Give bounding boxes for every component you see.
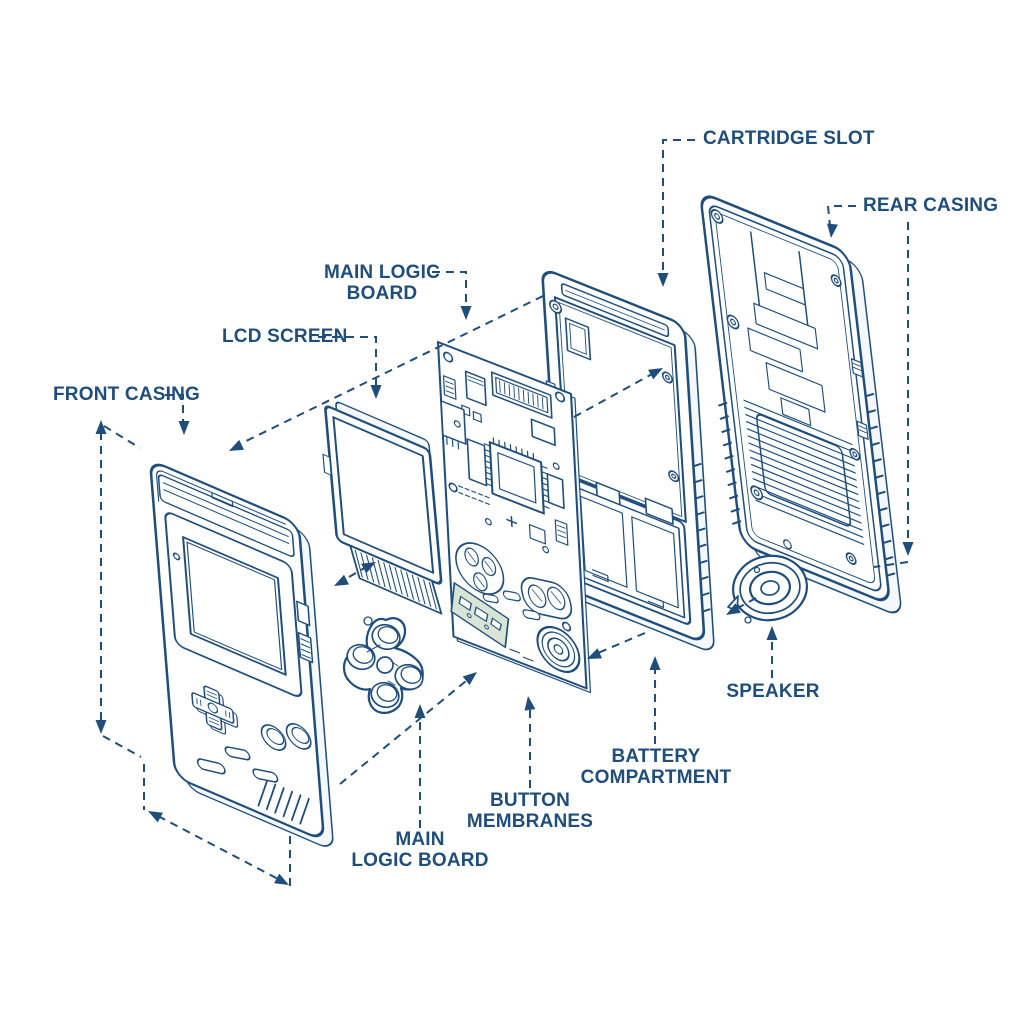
speaker-grille [257,779,310,825]
board-speaker-disc [536,625,581,673]
speaker-part [727,554,808,624]
membrane-pad [370,681,400,709]
contact-strip [450,582,510,649]
select-start-buttons [224,746,279,783]
label-speaker: SPEAKER [726,681,820,702]
label-rear-casing: REAR CASING [863,195,999,216]
lcd-screen-part [322,401,443,615]
label-button-membranes: BUTTON MEMBRANES [466,790,594,832]
main-logic-board-part [436,340,592,694]
screen-bezel [164,512,303,697]
label-front-casing: FRONT CASING [53,384,201,405]
ab-buttons [260,723,312,751]
cartridge-slot-opening [560,283,670,338]
front-casing-part [149,463,334,847]
ab-contact-pads [520,577,573,620]
label-main-logic-board-bottom: MAIN LOGIC BOARD [351,829,489,871]
membrane-pad [346,643,376,671]
dpad [191,685,239,735]
annotation-lines [95,139,914,888]
rear-casing-part [700,195,902,614]
membrane-pad [394,663,424,691]
membrane-pad [371,623,401,651]
label-battery-compartment: BATTERY COMPARTMENT [580,746,732,788]
button-membranes-part [342,616,424,714]
label-main-logic-board-top: MAIN LOGIC BOARD [324,262,440,304]
dpad-contact-pads [455,542,505,595]
label-lcd-screen: LCD SCREEN [222,326,348,347]
label-cartridge-slot: CARTRIDGE SLOT [703,128,875,149]
